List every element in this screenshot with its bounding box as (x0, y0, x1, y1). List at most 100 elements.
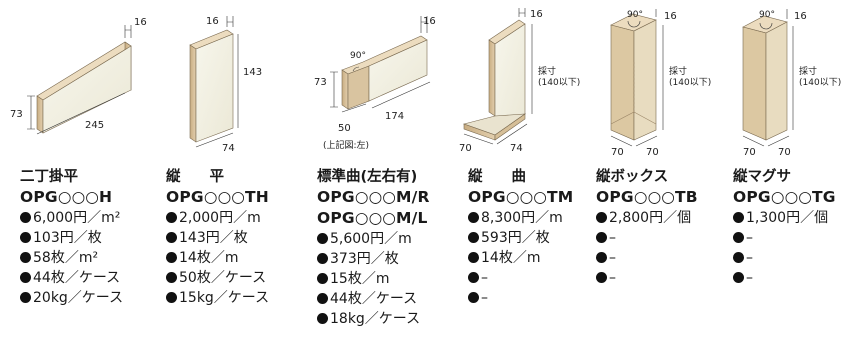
spec-item: – (596, 228, 698, 248)
spec-value: 373円／枚 (330, 251, 399, 267)
dim-thickness: 16 (530, 9, 543, 20)
product-column-tate-magari: 縦 曲 OPG○○○TM 8,300円／m 593円／枚 14枚／m – – (468, 168, 573, 308)
spec-item: – (468, 268, 573, 288)
bullet-icon (468, 272, 479, 283)
product-name: 縦 平 (166, 169, 224, 185)
dim-thickness: 16 (206, 16, 219, 27)
diagram-tate-magari: 16 採寸 (140以下) 70 74 (459, 8, 580, 154)
dim-length: 174 (385, 111, 404, 122)
product-column-tate-magusa: 縦マグサ OPG○○○TG 1,300円／個 – – – (733, 168, 836, 288)
spec-item: 44枚／ケース (20, 268, 123, 288)
spec-item: – (733, 228, 836, 248)
spec-value: 2,800円／個 (609, 210, 692, 226)
dim-size-line1: 採寸 (538, 65, 556, 77)
spec-value: – (746, 230, 753, 246)
bullet-icon (317, 233, 328, 244)
bullet-icon (468, 292, 479, 303)
bullet-icon (596, 232, 607, 243)
spec-item: 14枚／m (166, 248, 269, 268)
spec-item: 103円／枚 (20, 228, 123, 248)
bullet-icon (733, 272, 744, 283)
spec-item: 2,000円／m (166, 208, 269, 228)
product-code: OPG○○○M/L (317, 209, 428, 227)
spec-item: 5,600円／m (317, 229, 430, 249)
spec-value: – (746, 250, 753, 266)
product-column-hyojun-magari: 標準曲(左右有) OPG○○○M/R OPG○○○M/L 5,600円／m 37… (317, 168, 430, 329)
product-name: 標準曲(左右有) (317, 169, 418, 185)
dim-height: 143 (243, 67, 262, 78)
dim-left: 70 (611, 147, 624, 158)
dim-right: 74 (510, 143, 523, 154)
bullet-icon (317, 273, 328, 284)
dim-length: 245 (85, 120, 104, 131)
bullet-icon (317, 313, 328, 324)
bullet-icon (468, 212, 479, 223)
spec-value: 58枚／m² (33, 250, 99, 266)
spec-item: – (596, 268, 698, 288)
dim-height: 73 (10, 109, 23, 120)
product-code: OPG○○○TM (468, 188, 574, 206)
bullet-icon (733, 212, 744, 223)
spec-value: 6,000円／m² (33, 210, 121, 226)
dim-left: 70 (743, 147, 756, 158)
bullet-icon (596, 272, 607, 283)
bullet-icon (596, 252, 607, 263)
bullet-icon (317, 293, 328, 304)
spec-item: 44枚／ケース (317, 289, 430, 309)
dim-size: 採寸 (140以下) (669, 65, 711, 88)
product-code: OPG○○○TH (166, 188, 269, 206)
bullet-icon (166, 252, 177, 263)
dim-width: 74 (222, 143, 235, 154)
diagram-tate-box: 90° 16 採寸 (140以下) 70 70 (610, 9, 711, 158)
bullet-icon (20, 252, 31, 263)
spec-value: 15kg／ケース (179, 290, 270, 306)
product-name: 縦 曲 (468, 169, 526, 185)
diagram-tate-magusa: 90° 16 採寸 (140以下) 70 70 (742, 9, 841, 158)
product-column-tate-box: 縦ボックス OPG○○○TB 2,800円／個 – – – (596, 168, 698, 288)
bullet-icon (166, 272, 177, 283)
product-name: 縦ボックス (596, 169, 669, 185)
dim-angle: 90° (759, 10, 775, 20)
product-code: OPG○○○H (20, 188, 113, 206)
spec-value: 50枚／ケース (179, 270, 267, 286)
dim-size-line2: (140以下) (799, 78, 841, 88)
spec-item: 18kg／ケース (317, 309, 430, 329)
spec-value: – (609, 270, 616, 286)
product-code: OPG○○○TG (733, 188, 836, 206)
spec-value: 8,300円／m (481, 210, 563, 226)
spec-value: 44枚／ケース (33, 270, 121, 286)
spec-item: 50枚／ケース (166, 268, 269, 288)
spec-value: – (746, 270, 753, 286)
dim-left: 70 (459, 143, 472, 154)
spec-item: 1,300円／個 (733, 208, 836, 228)
dim-return: 50 (338, 123, 351, 134)
bullet-icon (20, 292, 31, 303)
spec-value: 14枚／m (179, 250, 239, 266)
bullet-icon (468, 252, 479, 263)
bullet-icon (20, 232, 31, 243)
spec-item: 15kg／ケース (166, 288, 269, 308)
bullet-icon (317, 253, 328, 264)
dim-right: 70 (646, 147, 659, 158)
spec-item: 593円／枚 (468, 228, 573, 248)
dim-angle: 90° (627, 10, 643, 20)
spec-value: 103円／枚 (33, 230, 102, 246)
product-column-tate-hira: 縦 平 OPG○○○TH 2,000円／m 143円／枚 14枚／m 50枚／ケ… (166, 168, 269, 308)
spec-value: 20kg／ケース (33, 290, 124, 306)
dim-height: 73 (314, 77, 327, 88)
spec-value: – (481, 270, 488, 286)
dim-size: 採寸 (140以下) (799, 65, 841, 88)
spec-value: 143円／枚 (179, 230, 248, 246)
spec-value: 5,600円／m (330, 231, 412, 247)
dim-size-line2: (140以下) (669, 78, 711, 88)
spec-value: – (609, 250, 616, 266)
spec-item: 20kg／ケース (20, 288, 123, 308)
bullet-icon (166, 292, 177, 303)
bullet-icon (166, 232, 177, 243)
product-code: OPG○○○TB (596, 188, 698, 206)
bullet-icon (20, 272, 31, 283)
dim-thickness: 16 (664, 11, 677, 22)
spec-item: 2,800円／個 (596, 208, 698, 228)
spec-value: 14枚／m (481, 250, 541, 266)
bullet-icon (596, 212, 607, 223)
